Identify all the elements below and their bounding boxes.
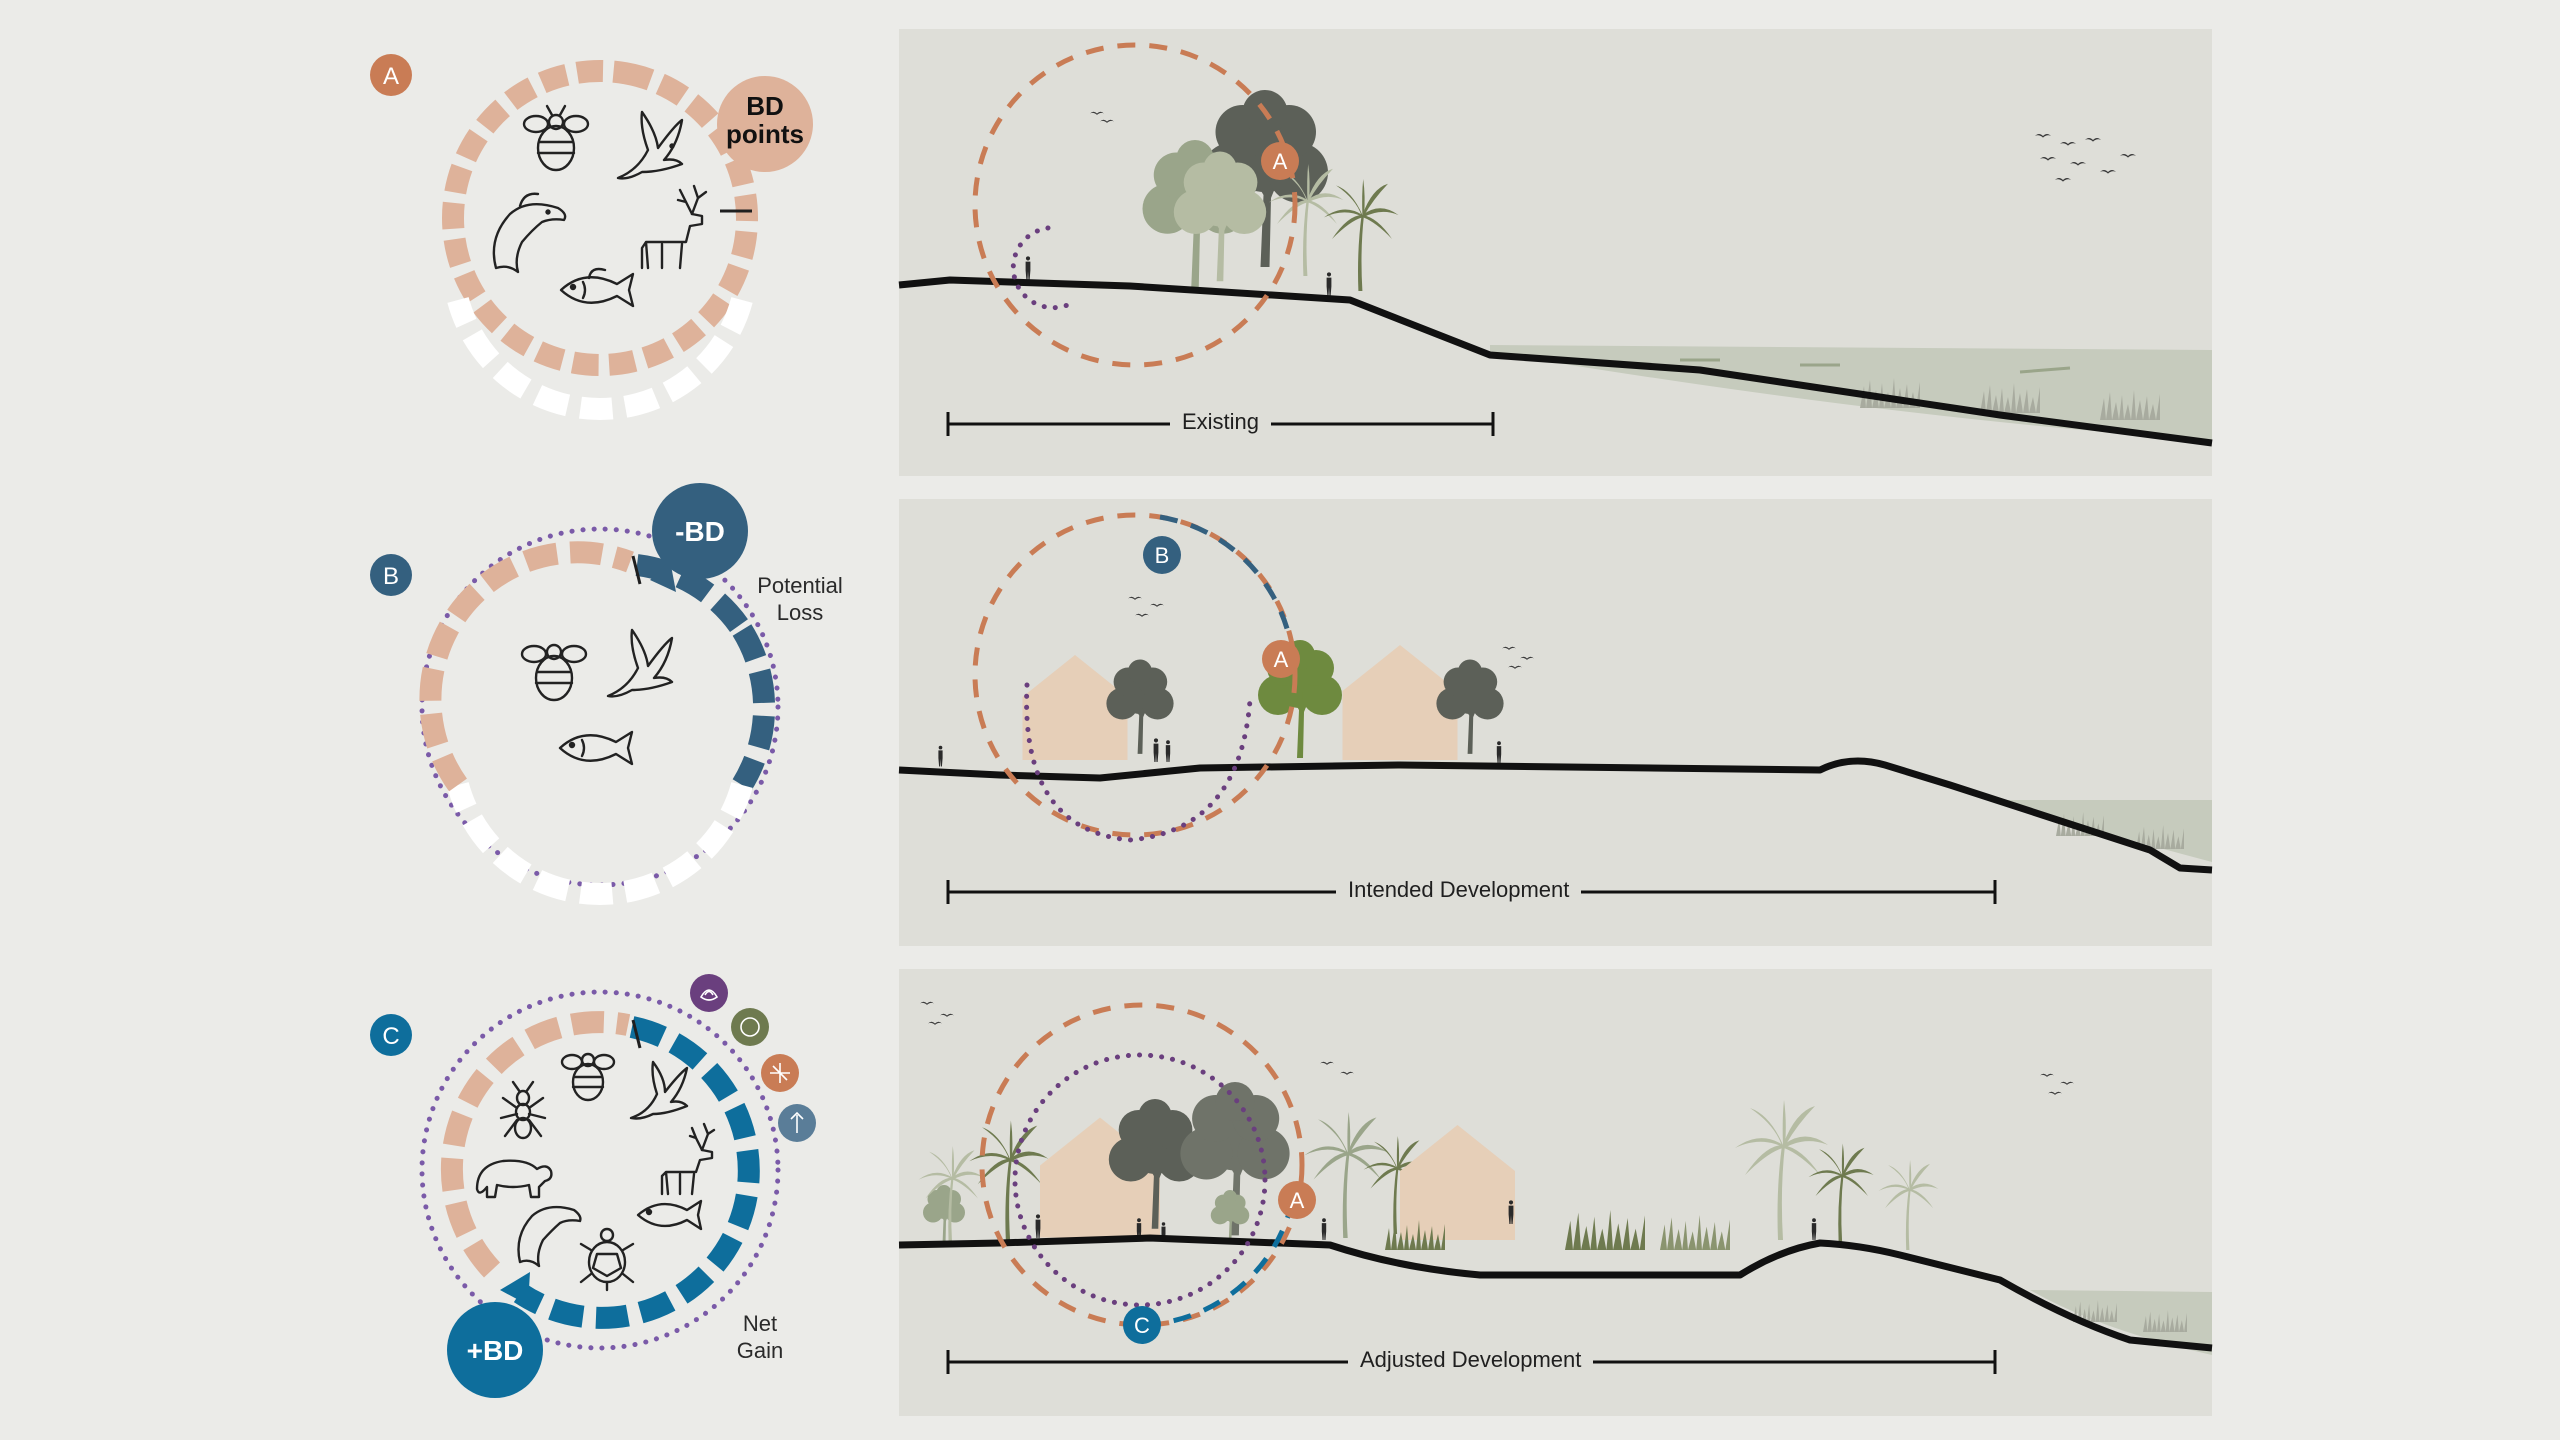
- marker-c-label: C: [1134, 1313, 1150, 1338]
- fish-icon: [558, 730, 634, 766]
- marker-b: [1143, 536, 1181, 574]
- bird-icon: [629, 1060, 689, 1120]
- section-existing: [898, 29, 2213, 476]
- potential-loss-line1: Potential: [757, 573, 843, 598]
- badge-a: [370, 54, 412, 96]
- lotus-icon: [690, 974, 728, 1012]
- diagram-a: [370, 54, 813, 420]
- habitat-a-ring: [972, 42, 1298, 368]
- minus-bd-callout: [652, 483, 748, 579]
- badge-b-label: B: [382, 563, 399, 590]
- leaf-circle-icon: [731, 1008, 769, 1046]
- net-gain-line2: Gain: [736, 1338, 784, 1363]
- diagram-c: [370, 974, 816, 1398]
- ring-a: [442, 60, 758, 420]
- dolphin-icon: [517, 1205, 582, 1268]
- marker-a: [1262, 640, 1300, 678]
- net-gain-note: Net Gain: [700, 1310, 820, 1364]
- turtle-icon: [579, 1227, 635, 1292]
- bird-icon: [616, 110, 684, 180]
- marker-a-label: A: [1273, 647, 1289, 672]
- ring-c: [440, 1011, 760, 1329]
- section-intended: [898, 499, 2213, 946]
- bd-points-label: BD points: [717, 92, 813, 148]
- scale-label-existing: Existing: [1170, 409, 1272, 435]
- fish-icon: [636, 1199, 703, 1231]
- ant-icon: [499, 1080, 547, 1140]
- dolphin-icon: [492, 192, 567, 274]
- net-gain-line1: Net: [742, 1311, 778, 1336]
- marker-a: [1278, 1181, 1316, 1219]
- badge-b: [370, 554, 412, 596]
- potential-loss-line2: Loss: [776, 600, 824, 625]
- bd-points-line2: points: [726, 119, 804, 149]
- diagram-b: [370, 483, 781, 905]
- badge-c: [370, 1014, 412, 1056]
- badge-c-label: C: [382, 1023, 400, 1050]
- bear-icon: [475, 1159, 553, 1199]
- bee-icon: [522, 104, 590, 172]
- bird-icon: [606, 628, 674, 698]
- plus-bd-callout: [447, 1302, 543, 1398]
- dotted-ring-c: [419, 989, 781, 1351]
- deer-icon: [640, 184, 708, 270]
- marker-a: [1261, 142, 1299, 180]
- marker-b-label: B: [1154, 543, 1170, 568]
- habitat-a-ring: [979, 1002, 1305, 1328]
- marker-a-label: A: [1272, 149, 1288, 174]
- minus-bd-label: -BD: [675, 516, 725, 547]
- terrain-line: [898, 276, 2213, 447]
- bee-icon: [520, 643, 588, 702]
- ring-b: [419, 541, 776, 905]
- bd-points-callout: [717, 76, 813, 172]
- bd-points-line1: BD: [746, 91, 784, 121]
- habitat-a-ring: [972, 512, 1298, 838]
- scale-label-adjusted: Adjusted Development: [1348, 1347, 1594, 1373]
- deer-icon: [660, 1122, 716, 1196]
- plus-bd-label: +BD: [466, 1335, 524, 1366]
- fish-icon: [559, 267, 635, 308]
- potential-loss-note: Potential Loss: [740, 572, 860, 626]
- bee-icon: [560, 1052, 616, 1102]
- marker-c: [1123, 1306, 1161, 1344]
- marker-a-label: A: [1289, 1188, 1305, 1213]
- section-adjusted: [898, 969, 2213, 1416]
- badge-a-label: A: [382, 63, 399, 90]
- scale-label-intended: Intended Development: [1336, 877, 1582, 903]
